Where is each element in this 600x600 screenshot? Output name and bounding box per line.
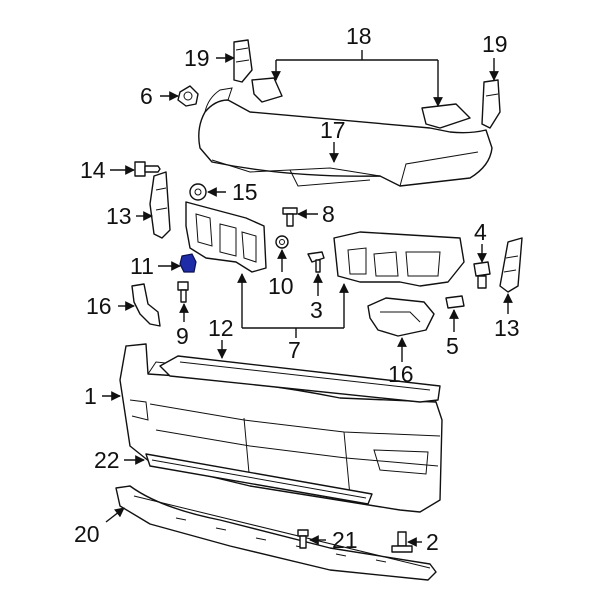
part-15-nut[interactable] — [189, 183, 207, 201]
callout-22: 22 — [94, 447, 120, 473]
part-12-left-support[interactable] — [185, 201, 267, 273]
callout-2: 2 — [426, 529, 439, 555]
part-14-push-pin[interactable] — [134, 161, 161, 177]
part-9-bolt[interactable] — [177, 281, 189, 303]
part-13-left-bracket[interactable] — [149, 171, 171, 239]
part-17-upper-cover[interactable] — [198, 87, 493, 187]
callout-5: 5 — [446, 333, 459, 359]
callout-12: 12 — [208, 315, 234, 341]
part-19-right-bracket[interactable] — [481, 79, 501, 129]
part-13-right-bracket[interactable] — [499, 237, 523, 293]
part-6-nut[interactable] — [177, 85, 199, 107]
part-2-bolt[interactable] — [391, 531, 413, 553]
part-21-bolt[interactable] — [297, 529, 309, 549]
callout-10: 10 — [268, 273, 294, 299]
callout-3: 3 — [310, 297, 323, 323]
callout-6: 6 — [140, 83, 153, 109]
callout-8: 8 — [322, 201, 335, 227]
callout-9: 9 — [176, 323, 189, 349]
callout-13-right: 13 — [494, 315, 520, 341]
part-20-air-dam[interactable] — [115, 485, 437, 581]
leader-lines — [102, 50, 513, 547]
callout-18: 18 — [346, 23, 372, 49]
callout-21: 21 — [332, 527, 358, 553]
callout-labels: 18 19 19 6 17 14 15 13 8 4 11 10 3 13 16… — [74, 23, 520, 555]
part-5-clip[interactable] — [445, 295, 465, 309]
part-10-retainer[interactable] — [275, 235, 289, 249]
callout-16-right: 16 — [388, 361, 414, 387]
callout-1: 1 — [84, 383, 97, 409]
part-16-right-bracket[interactable] — [367, 297, 435, 337]
callout-19-left: 19 — [184, 45, 210, 71]
callout-15: 15 — [232, 179, 258, 205]
callout-13-left: 13 — [106, 203, 132, 229]
callout-19-right: 19 — [482, 31, 508, 57]
callout-4: 4 — [474, 219, 487, 245]
callout-17: 17 — [320, 117, 346, 143]
callout-7: 7 — [288, 337, 301, 363]
part-12-right-support[interactable] — [333, 231, 465, 287]
part-3-push-pin[interactable] — [307, 251, 325, 273]
part-16-left-bracket[interactable] — [131, 283, 161, 327]
callout-16-left: 16 — [86, 293, 112, 319]
part-18-right-bracket[interactable] — [421, 103, 471, 129]
part-8-bolt[interactable] — [282, 207, 298, 227]
part-22-lower-grille[interactable] — [145, 453, 373, 505]
part-19-left-bracket[interactable] — [233, 39, 253, 83]
callout-14: 14 — [80, 157, 106, 183]
part-4-bolt[interactable] — [473, 261, 491, 289]
callout-11: 11 — [130, 253, 154, 279]
part-11-clip[interactable] — [179, 253, 197, 273]
callout-20: 20 — [74, 521, 100, 547]
part-12-reinforcement[interactable] — [159, 355, 441, 403]
part-18-left-bracket[interactable] — [251, 77, 283, 103]
